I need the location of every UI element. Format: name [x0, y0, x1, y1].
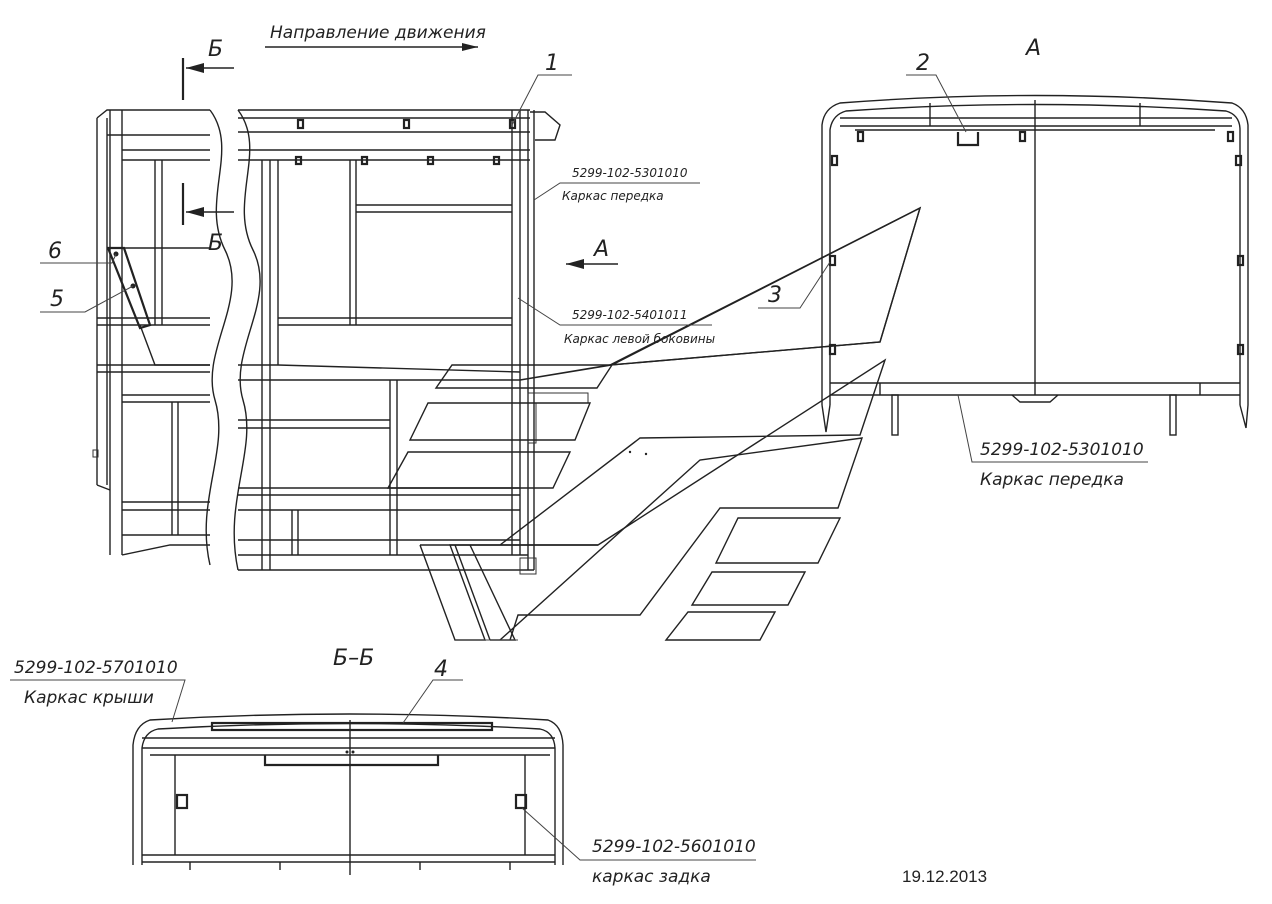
- view-a-title: А: [1024, 36, 1041, 61]
- callout-2: 2: [906, 51, 967, 133]
- callout-4: 4: [402, 657, 463, 724]
- callout-6: 6: [40, 239, 117, 264]
- section-marker-b-mid: Б: [181, 183, 234, 256]
- label-roof-frame: 5299-102-5701010 Каркас крыши: [10, 658, 186, 723]
- callout-number-6: 6: [48, 239, 62, 264]
- callout-number-3: 3: [768, 283, 782, 308]
- rear-frame-code: 5299-102-5601010: [592, 837, 756, 857]
- direction-of-motion: Направление движения: [265, 23, 486, 51]
- callout-number-5: 5: [50, 287, 64, 312]
- roof-frame-name: Каркас крыши: [24, 688, 154, 708]
- rear-frame-name: каркас задка: [592, 867, 711, 887]
- view-a-front-frame: А: [821, 36, 1249, 436]
- front-frame-code-large: 5299-102-5301010: [980, 440, 1144, 460]
- callout-number-2: 2: [916, 51, 930, 76]
- section-letter-b-top: Б: [208, 37, 223, 62]
- drawing-date: 19.12.2013: [902, 867, 987, 886]
- label-front-frame-small: 5299-102-5301010 Каркас передка: [533, 166, 700, 203]
- callout-number-4: 4: [434, 657, 448, 682]
- label-left-side: 5299-102-5401011 Каркас левой боковины: [517, 297, 715, 346]
- roof-frame-code: 5299-102-5701010: [14, 658, 178, 678]
- section-marker-b-top: Б: [181, 37, 234, 100]
- front-frame-code-small: 5299-102-5301010: [572, 166, 688, 180]
- cab-frame-side-view: [92, 109, 589, 575]
- left-side-name: Каркас левой боковины: [564, 332, 715, 346]
- callout-3: 3: [758, 261, 831, 309]
- front-frame-name-small: Каркас передка: [562, 189, 664, 203]
- section-letter-b-mid: Б: [208, 231, 223, 256]
- view-arrow-a: А: [566, 237, 618, 269]
- callout-1: 1: [511, 51, 572, 126]
- direction-label: Направление движения: [270, 23, 486, 43]
- view-letter-a-arrow: А: [592, 237, 609, 262]
- glass-panels: [386, 206, 922, 641]
- label-rear-frame: 5299-102-5601010 каркас задка: [521, 807, 756, 887]
- left-side-code: 5299-102-5401011: [572, 308, 688, 322]
- label-front-frame-large: 5299-102-5301010 Каркас передка: [957, 394, 1148, 490]
- section-bb-title: Б–Б: [333, 646, 374, 671]
- callout-5: 5: [40, 285, 134, 313]
- front-frame-name-large: Каркас передка: [980, 470, 1124, 490]
- section-bb-rear-view: Б–Б: [132, 646, 564, 875]
- callout-number-1: 1: [545, 51, 559, 76]
